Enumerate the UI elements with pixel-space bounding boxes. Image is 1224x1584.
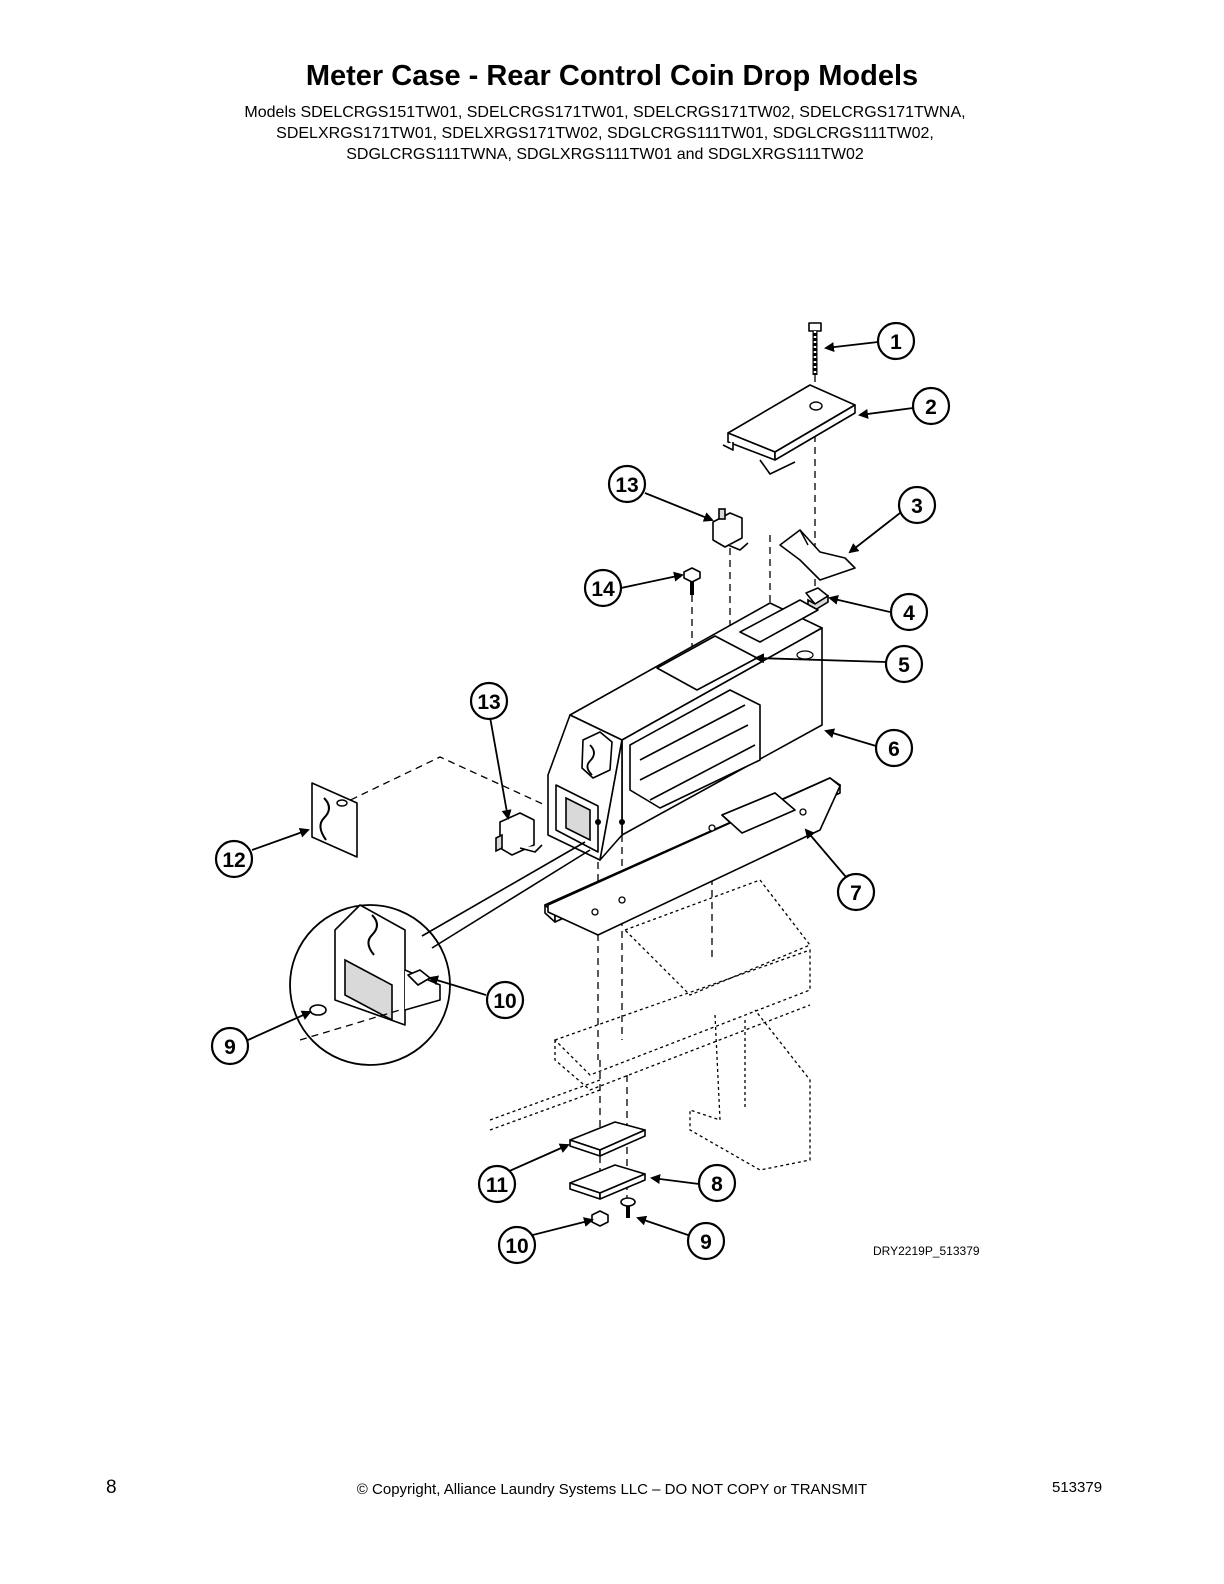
bracket-plate-part <box>569 1164 646 1200</box>
callout-10-detail: 10 <box>485 980 525 1020</box>
callout-label: 7 <box>850 882 862 905</box>
switch-lower-part <box>495 812 543 856</box>
callout-label: 12 <box>222 849 245 872</box>
switch-upper-part <box>712 508 749 551</box>
callout-label: 13 <box>615 474 638 497</box>
callout-label: 5 <box>898 654 910 677</box>
callout-label: 4 <box>903 602 915 625</box>
callout-leaders <box>247 341 914 1243</box>
bracket-part <box>779 529 856 581</box>
callout-2: 2 <box>911 386 951 426</box>
callout-3: 3 <box>897 485 937 525</box>
copyright-notice: © Copyright, Alliance Laundry Systems LL… <box>356 1481 868 1498</box>
carriage-bolt-part <box>620 1197 636 1218</box>
meter-case-part <box>547 599 823 861</box>
callout-label: 10 <box>493 990 516 1013</box>
screw-part <box>808 322 822 375</box>
callout-10-lower: 10 <box>497 1225 537 1265</box>
callout-11: 11 <box>477 1164 517 1204</box>
callout-label: 13 <box>477 691 500 714</box>
callout-13-lower: 13 <box>469 681 509 721</box>
callout-12: 12 <box>214 839 254 879</box>
callout-5: 5 <box>884 644 924 684</box>
callout-9-detail: 9 <box>210 1026 250 1066</box>
document-number: 513379 <box>1052 1479 1103 1496</box>
page-number: 8 <box>106 1477 117 1498</box>
label-plate-part <box>311 782 358 858</box>
callout-13-upper: 13 <box>607 464 647 504</box>
bolt-part <box>683 567 701 595</box>
callout-label: 10 <box>505 1235 528 1258</box>
callout-8: 8 <box>697 1163 737 1203</box>
callout-label: 1 <box>890 331 902 354</box>
callout-9-lower: 9 <box>686 1221 726 1261</box>
callout-1: 1 <box>876 321 916 361</box>
callout-7: 7 <box>836 872 876 912</box>
callout-label: 2 <box>925 396 937 419</box>
mounting-plate-part <box>569 1121 646 1157</box>
models-line: SDGLCRGS111TWNA, SDGLXRGS111TW01 and SDG… <box>346 146 864 163</box>
callout-6: 6 <box>874 728 914 768</box>
page-title: Meter Case - Rear Control Coin Drop Mode… <box>305 60 919 92</box>
models-line: Models SDELCRGS151TW01, SDELCRGS171TW01,… <box>244 104 966 121</box>
base-plate-part <box>544 777 841 936</box>
callout-label: 6 <box>888 738 900 761</box>
callout-4: 4 <box>889 592 929 632</box>
callout-label: 14 <box>591 578 615 601</box>
callout-label: 9 <box>224 1036 236 1059</box>
models-line: SDELXRGS171TW01, SDELXRGS171TW02, SDGLCR… <box>276 125 934 142</box>
machine-frame-outline <box>489 879 812 1171</box>
callout-label: 11 <box>486 1174 509 1197</box>
callout-label: 3 <box>911 495 923 518</box>
callout-label: 8 <box>711 1173 723 1196</box>
models-list: Models SDELCRGS151TW01, SDELCRGS171TW01,… <box>150 102 1060 165</box>
drawing-id: DRY2219P_513379 <box>873 1244 980 1258</box>
callout-14: 14 <box>583 568 623 608</box>
callout-label: 9 <box>700 1231 712 1254</box>
detail-view <box>289 841 591 1066</box>
hex-nut-part <box>591 1210 609 1227</box>
cover-plate-part <box>722 384 856 475</box>
